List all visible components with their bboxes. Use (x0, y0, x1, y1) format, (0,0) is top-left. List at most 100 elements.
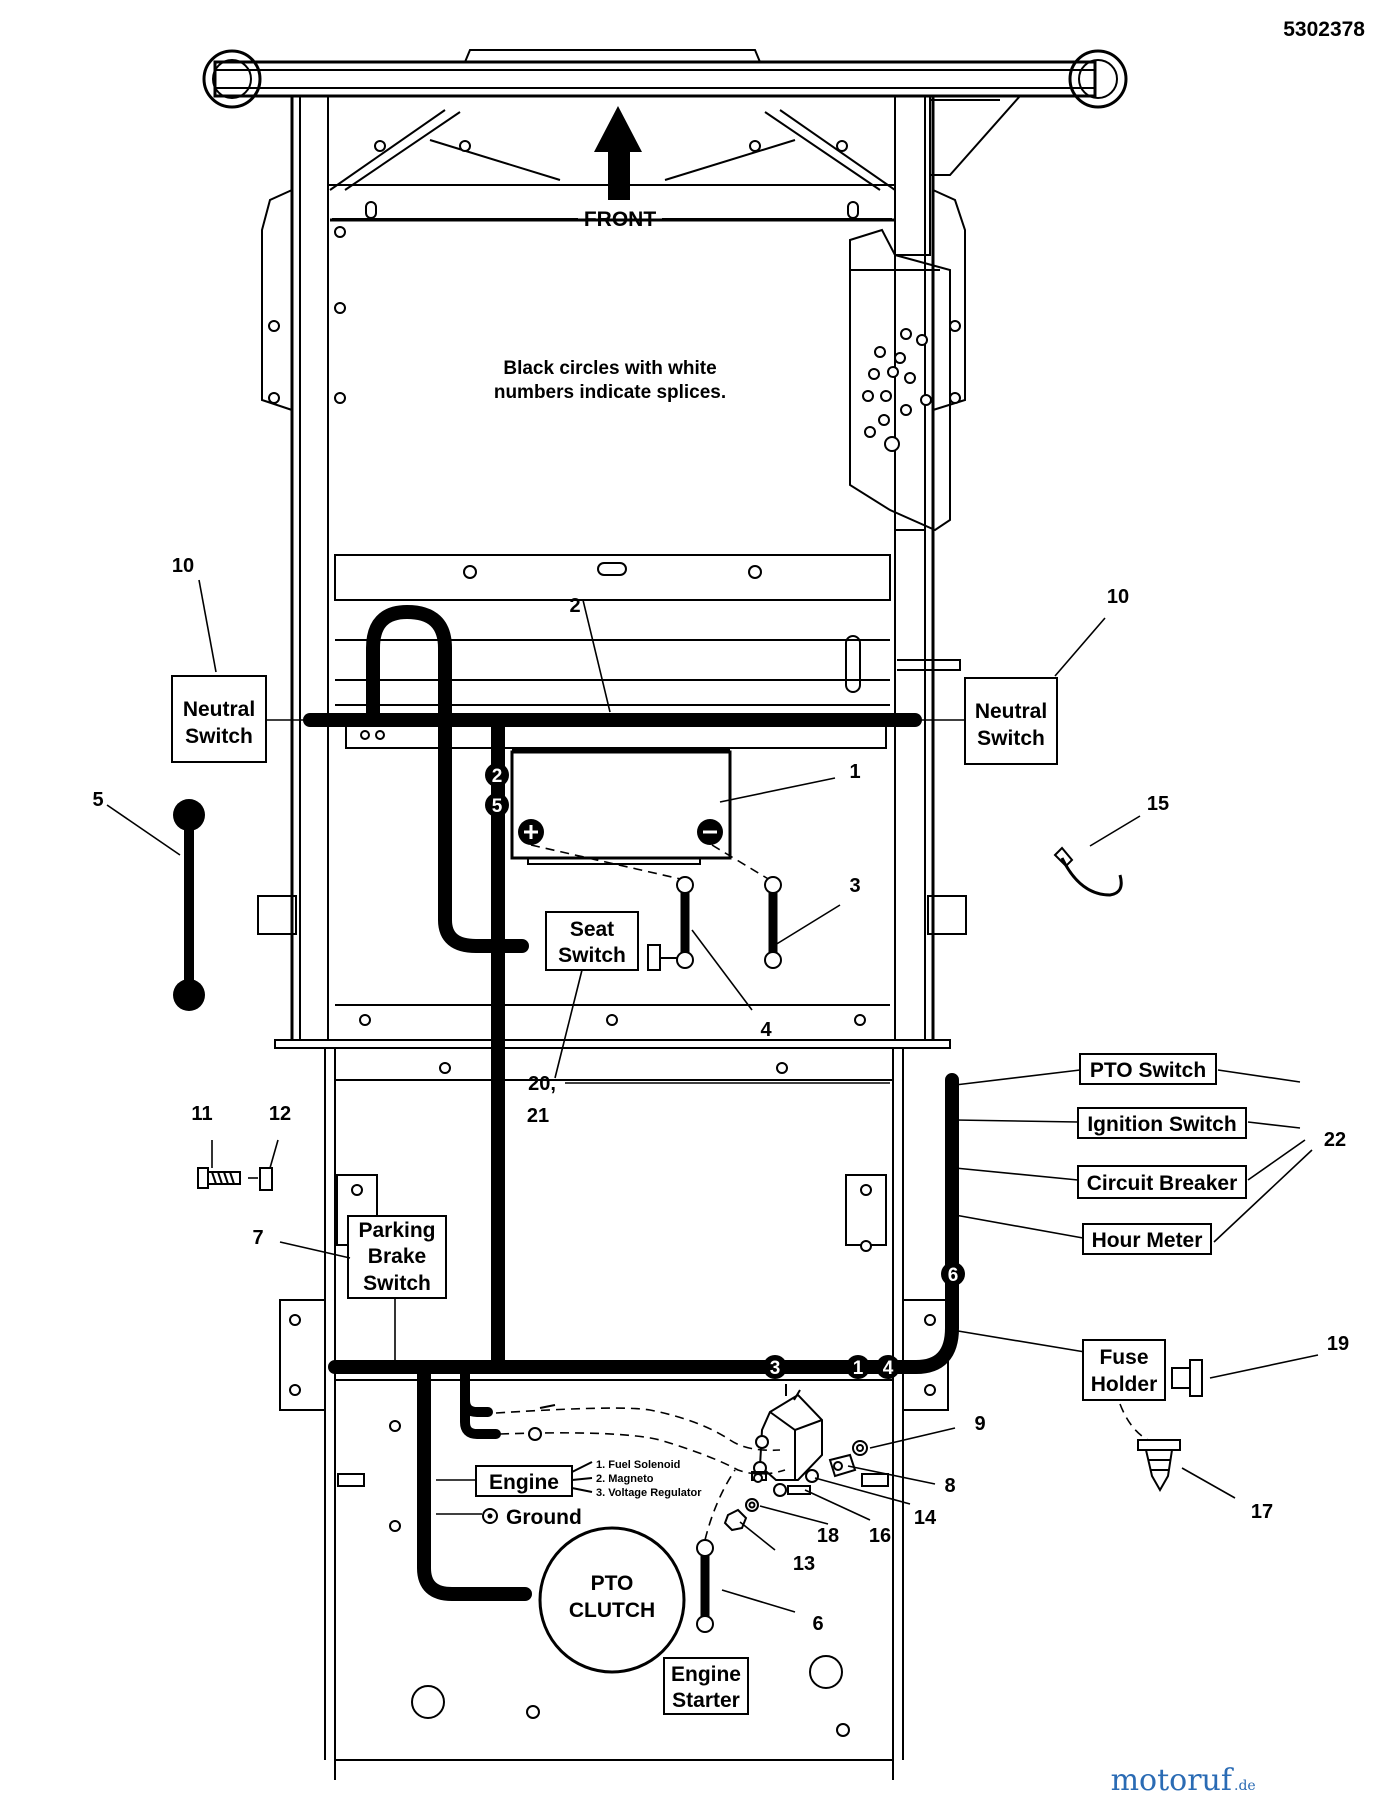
svg-text:Circuit Breaker: Circuit Breaker (1087, 1172, 1238, 1195)
splice-5 (485, 793, 509, 817)
splice-2 (485, 763, 509, 787)
bumper-end-left (202, 49, 262, 109)
callout-numbers: 2 1 3 4 5 10 10 15 7 11 12 20, 21 22 19 … (92, 555, 1349, 1635)
callout-19: 19 (1327, 1333, 1349, 1355)
callout-20: 20, (528, 1073, 556, 1095)
callout-17: 17 (1251, 1501, 1273, 1523)
watermark: motoruf .de (1111, 1763, 1256, 1798)
solenoid-hardware (723, 1440, 868, 1532)
ground-label: Ground (436, 1506, 582, 1529)
svg-text:Holder: Holder (1091, 1373, 1158, 1396)
svg-text:motoruf: motoruf (1111, 1763, 1234, 1798)
svg-text:Neutral: Neutral (183, 698, 255, 721)
callout-18: 18 (817, 1525, 839, 1547)
callout-11: 11 (191, 1103, 212, 1125)
panel-holes (862, 328, 932, 452)
engine-label: Engine 1. Fuel Solenoid 2. Magneto 3. Vo… (436, 1459, 702, 1499)
svg-text:Engine: Engine (489, 1471, 559, 1494)
neutral-switch-right: Neutral Switch (915, 677, 1058, 765)
svg-text:Fuse: Fuse (1099, 1346, 1148, 1369)
dash-switches: PTO Switch Ignition Switch Circuit Break… (954, 1053, 1247, 1255)
engine-starter: Engine Starter (663, 1657, 749, 1715)
svg-text:Switch: Switch (558, 944, 626, 967)
svg-text:3. Voltage Regulator: 3. Voltage Regulator (596, 1487, 702, 1499)
callout-16: 16 (869, 1525, 891, 1547)
starter-cable (696, 1469, 736, 1633)
seat-switch: Seat Switch (545, 911, 639, 971)
svg-text:1: 1 (853, 1358, 864, 1379)
battery (345, 715, 887, 865)
pto-switch-box (1079, 1053, 1217, 1085)
neutral-switch-left: Neutral Switch (171, 675, 310, 763)
callout-4: 4 (760, 1019, 772, 1041)
callout-21: 21 (527, 1105, 549, 1127)
svg-text:3: 3 (770, 1358, 781, 1379)
callout-3: 3 (849, 875, 860, 897)
svg-text:Brake: Brake (368, 1245, 426, 1268)
svg-text:2: 2 (492, 766, 503, 787)
push-rivet (1137, 1439, 1181, 1493)
splice-3 (763, 1355, 787, 1379)
fuse-holder: Fuse Holder (951, 1329, 1166, 1441)
battery-cable-3 (764, 876, 782, 969)
svg-text:Switch: Switch (185, 725, 253, 748)
svg-text:.de: .de (1234, 1778, 1256, 1794)
callout-5: 5 (92, 789, 103, 811)
callout-2: 2 (569, 595, 580, 617)
callout-22: 22 (1324, 1129, 1346, 1151)
svg-text:Ignition Switch: Ignition Switch (1087, 1113, 1236, 1136)
battery-cable-4 (647, 876, 694, 971)
callout-15: 15 (1147, 793, 1169, 815)
front-arrow: FRONT (332, 106, 892, 231)
starter-solenoid (751, 1384, 823, 1483)
hour-meter-box (1082, 1223, 1212, 1255)
splice-note-line1: Black circles with white (503, 358, 716, 379)
svg-text:1. Fuel Solenoid: 1. Fuel Solenoid (596, 1459, 680, 1471)
svg-text:Starter: Starter (672, 1689, 740, 1712)
splice-note-line2: numbers indicate splices. (494, 382, 726, 403)
svg-text:Ground: Ground (506, 1506, 582, 1529)
wire-tie (1053, 846, 1123, 897)
splice-4 (876, 1355, 900, 1379)
svg-text:CLUTCH: CLUTCH (569, 1599, 655, 1622)
svg-text:Hour Meter: Hour Meter (1092, 1229, 1203, 1252)
svg-text:5: 5 (492, 796, 503, 817)
pto-clutch: PTO CLUTCH (538, 1526, 686, 1674)
callout-13: 13 (793, 1553, 815, 1575)
svg-text:Seat: Seat (570, 918, 614, 941)
callout-8: 8 (944, 1475, 955, 1497)
svg-text:Switch: Switch (977, 727, 1045, 750)
callout-7: 7 (252, 1227, 263, 1249)
splice-1 (846, 1355, 870, 1379)
svg-text:Neutral: Neutral (975, 700, 1047, 723)
bumper-end-right (1068, 49, 1128, 109)
callout-10-right: 10 (1107, 586, 1129, 608)
svg-text:6: 6 (948, 1265, 959, 1286)
callout-14: 14 (914, 1507, 937, 1529)
svg-text:4: 4 (883, 1358, 894, 1379)
svg-text:2. Magneto: 2. Magneto (596, 1473, 654, 1485)
svg-text:Parking: Parking (358, 1219, 435, 1242)
svg-text:Switch: Switch (363, 1272, 431, 1295)
svg-text:Engine: Engine (671, 1663, 741, 1686)
cable-5 (173, 799, 205, 1011)
svg-text:PTO: PTO (591, 1572, 634, 1595)
chassis-frame (202, 49, 1128, 1780)
callout-9: 9 (974, 1413, 985, 1435)
circuit-breaker-box (1077, 1165, 1247, 1199)
main-harness (303, 605, 959, 1601)
callout-1: 1 (849, 761, 860, 783)
front-label: FRONT (584, 208, 656, 231)
fuse (1171, 1359, 1203, 1397)
part-number: 5302378 (1283, 18, 1365, 41)
callout-10-left: 10 (172, 555, 194, 577)
ignition-switch-box (1077, 1107, 1247, 1139)
leader-lines (106, 579, 1319, 1613)
callout-12: 12 (269, 1103, 291, 1125)
svg-text:PTO Switch: PTO Switch (1090, 1059, 1206, 1082)
splice-6 (941, 1262, 965, 1286)
bolt-and-nut (197, 1167, 273, 1191)
callout-6: 6 (812, 1613, 823, 1635)
parking-brake-switch: Parking Brake Switch (347, 1215, 447, 1367)
